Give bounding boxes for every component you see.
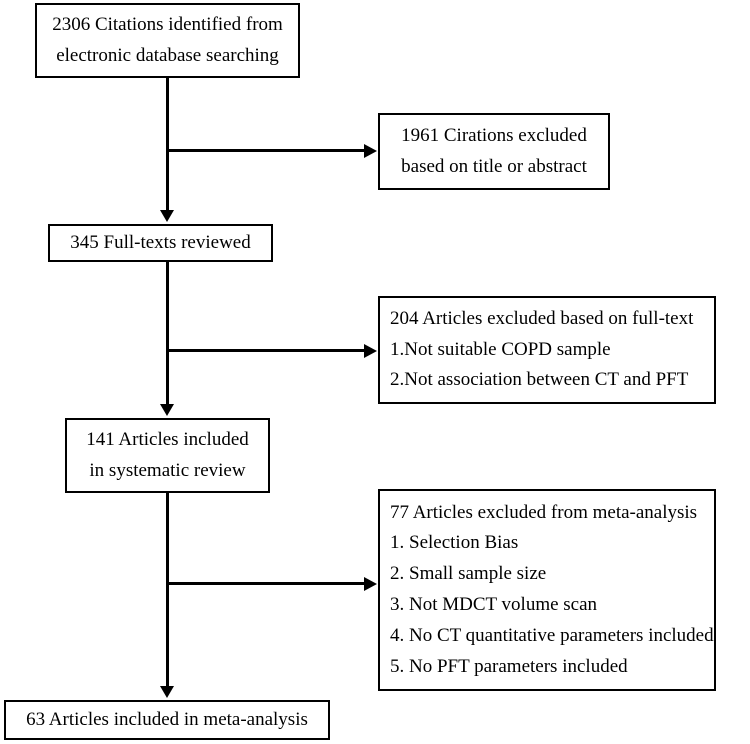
box-excluded-meta-analysis-line-2: 1. Selection Bias <box>390 532 519 554</box>
box-excluded-meta-analysis-line-5: 4. No CT quantitative parameters include… <box>390 624 714 646</box>
connector-identified-to-excluded-title-abstract-line <box>166 149 364 152</box>
box-included-systematic-review-line-1: 141 Articles included <box>86 428 249 450</box>
box-excluded-full-text: 204 Articles excluded based on full-text… <box>378 296 716 404</box>
box-identified-records: 2306 Citations identified from electroni… <box>35 3 300 78</box>
box-excluded-meta-analysis-line-1: 77 Articles excluded from meta-analysis <box>390 501 698 523</box>
connector-systematic-to-excluded-meta-arrow <box>364 577 377 591</box>
connector-fulltext-to-systematic-line <box>166 262 169 406</box>
box-excluded-full-text-line-1: 204 Articles excluded based on full-text <box>390 307 694 329</box>
connector-systematic-to-meta-line <box>166 493 169 688</box>
box-fulltexts-reviewed-line-1: 345 Full-texts reviewed <box>70 231 251 253</box>
box-included-systematic-review: 141 Articles included in systematic revi… <box>65 418 270 493</box>
connector-identified-to-fulltext-line <box>166 78 169 212</box>
box-fulltexts-reviewed: 345 Full-texts reviewed <box>48 224 273 262</box>
box-excluded-meta-analysis-line-3: 2. Small sample size <box>390 563 547 585</box>
box-identified-records-line-1: 2306 Citations identified from <box>52 13 283 35</box>
box-excluded-meta-analysis-line-4: 3. Not MDCT volume scan <box>390 594 598 615</box>
box-excluded-title-abstract: 1961 Cirations excluded based on title o… <box>378 113 610 190</box>
box-excluded-meta-analysis-line-6: 5. No PFT parameters included <box>390 655 628 677</box>
box-excluded-title-abstract-line-1: 1961 Cirations excluded <box>401 124 587 146</box>
connector-fulltext-to-excluded-full-text-arrow <box>364 344 377 358</box>
box-identified-records-line-2: electronic database searching <box>56 44 279 66</box>
box-excluded-full-text-line-2: 1.Not suitable COPD sample <box>390 338 611 360</box>
connector-identified-to-fulltext-arrow <box>160 210 174 222</box>
box-excluded-full-text-line-3: 2.Not association between CT and PFT <box>390 369 689 391</box>
connector-fulltext-to-excluded-full-text-line <box>166 349 364 352</box>
connector-fulltext-to-systematic-arrow <box>160 404 174 416</box>
box-included-systematic-review-line-2: in systematic review <box>89 459 246 481</box>
connector-identified-to-excluded-title-abstract-arrow <box>364 144 377 158</box>
connector-systematic-to-excluded-meta-line <box>166 582 364 585</box>
box-included-meta-analysis-line-1: 63 Articles included in meta-analysis <box>26 708 308 730</box>
box-excluded-title-abstract-line-2: based on title or abstract <box>401 155 587 177</box>
box-excluded-meta-analysis: 77 Articles excluded from meta-analysis … <box>378 489 716 691</box>
connector-systematic-to-meta-arrow <box>160 686 174 698</box>
box-included-meta-analysis: 63 Articles included in meta-analysis <box>4 700 330 740</box>
